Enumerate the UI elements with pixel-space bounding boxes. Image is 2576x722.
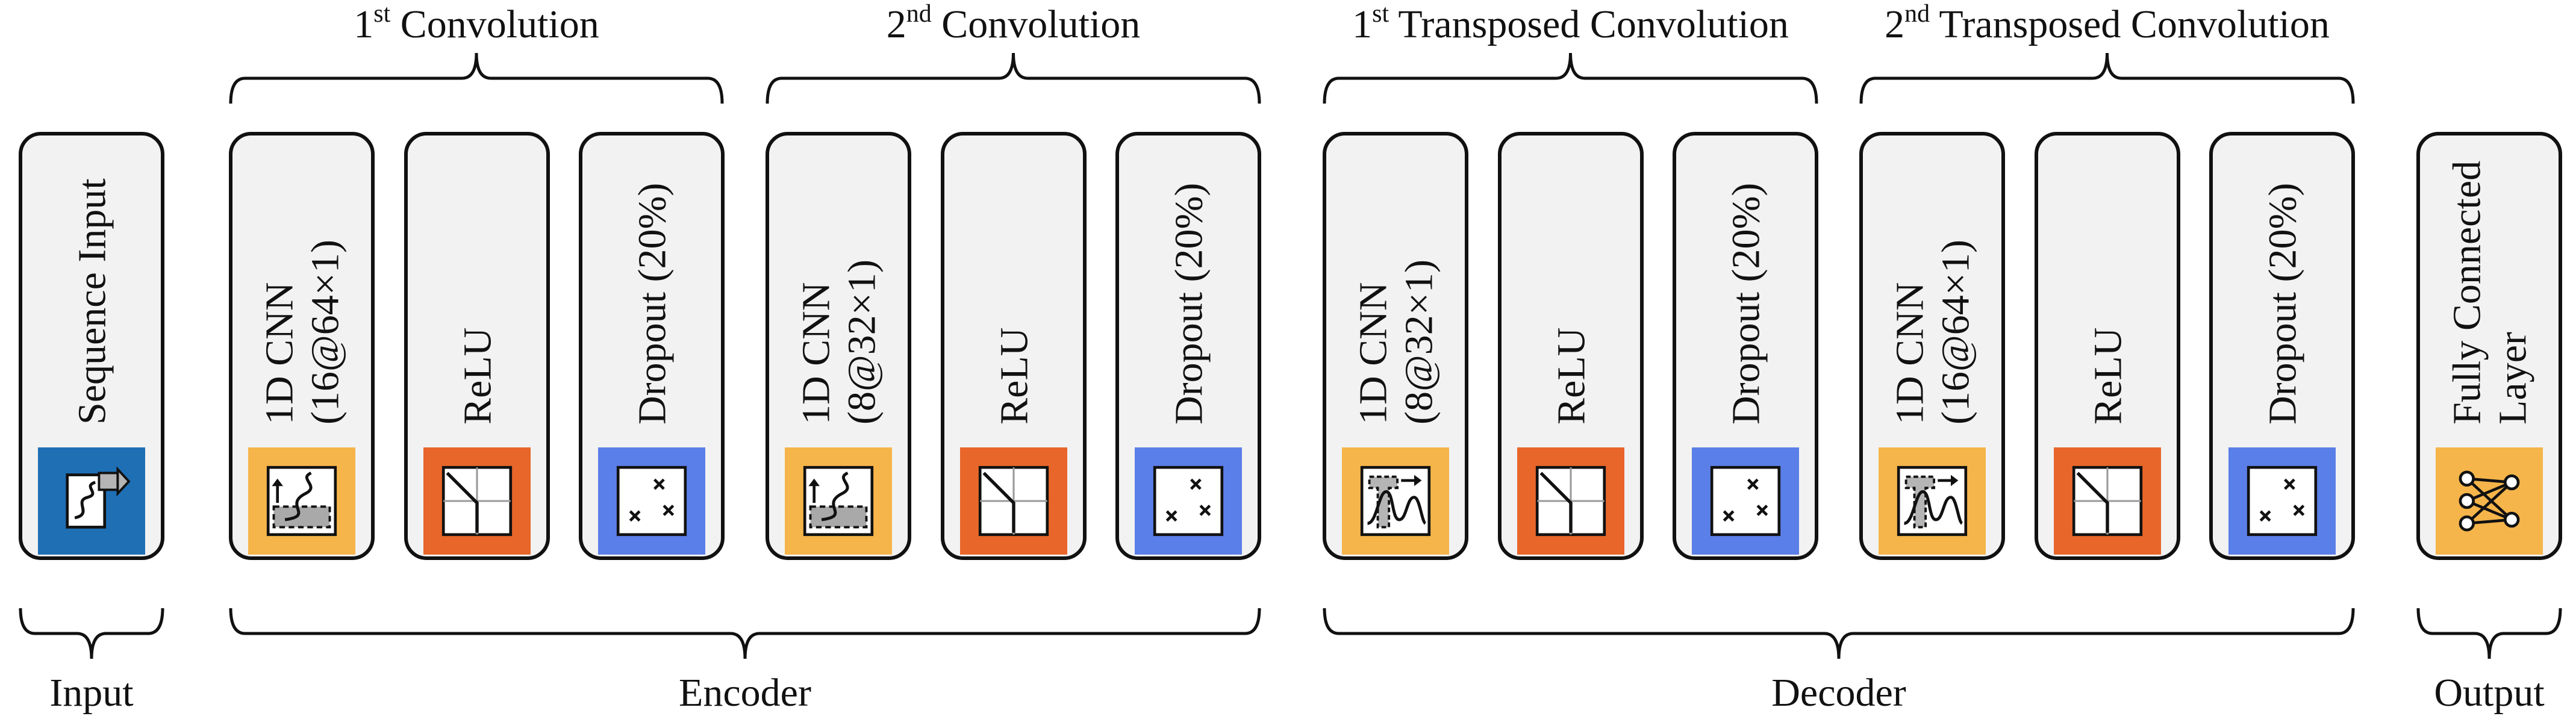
layer-label: Sequence Input <box>70 178 114 425</box>
section-brace <box>2416 608 2562 659</box>
layer-label-line: Fully Connected <box>2445 161 2489 425</box>
group-header: 1st Convolution <box>229 0 724 104</box>
layer-box: Sequence Input <box>19 132 164 560</box>
layer-box: ReLU <box>941 132 1087 560</box>
layer-label-line: ReLU <box>992 328 1036 425</box>
group-title: 1st Convolution <box>354 0 599 46</box>
layer-box: Dropout (20%) <box>579 132 725 560</box>
layer-label-line: (16@64×1) <box>1933 240 1977 425</box>
layer-label: ReLU <box>992 328 1036 425</box>
section-brace <box>19 608 164 659</box>
group-brace <box>229 52 724 104</box>
group-brace <box>1859 52 2355 104</box>
relu-icon <box>1517 447 1624 555</box>
layer-label-line: (8@32×1) <box>1397 260 1441 425</box>
transposed-convolution-icon <box>1342 447 1449 555</box>
section-footer: Input <box>19 608 164 715</box>
section-label: Decoder <box>1771 671 1906 715</box>
group-title: 2nd Transposed Convolution <box>1885 0 2330 46</box>
layer-label-line: (8@32×1) <box>840 260 884 425</box>
layer-label-line: ReLU <box>2086 328 2130 425</box>
layer-label: 1D CNN(8@32×1) <box>794 260 884 425</box>
section-label: Encoder <box>679 671 811 715</box>
transposed-convolution-icon <box>1879 447 1986 555</box>
group-brace <box>1323 52 1818 104</box>
group-header: 2nd Transposed Convolution <box>1859 0 2355 104</box>
fully-connected-icon <box>2436 447 2543 555</box>
layer-label: 1D CNN(16@64×1) <box>1888 240 1977 425</box>
layer-box: Dropout (20%) <box>2209 132 2355 560</box>
relu-icon <box>960 447 1067 555</box>
layer-label-line: ReLU <box>455 328 499 425</box>
layer-label: ReLU <box>1549 328 1593 425</box>
layer-label: 1D CNN(16@64×1) <box>257 240 347 425</box>
group-brace <box>766 52 1261 104</box>
layer-box: 1D CNN(16@64×1) <box>1859 132 2005 560</box>
dropout-icon <box>2228 447 2336 555</box>
convolution-1d-icon <box>785 447 892 555</box>
group-header: 1st Transposed Convolution <box>1323 0 1818 104</box>
layer-label: Dropout (20%) <box>2260 183 2304 425</box>
section-label: Input <box>49 671 133 715</box>
section-footer: Decoder <box>1323 608 2355 715</box>
section-footer: Encoder <box>229 608 1261 715</box>
dropout-icon <box>1135 447 1242 555</box>
layer-label-line: Dropout (20%) <box>1167 183 1211 425</box>
layer-label-line: 1D CNN <box>1888 282 1932 425</box>
layer-label-line: 1D CNN <box>257 282 301 425</box>
section-footer: Output <box>2416 608 2562 715</box>
sequence-input-icon <box>38 447 145 555</box>
layer-box: Dropout (20%) <box>1115 132 1261 560</box>
dropout-icon <box>1692 447 1799 555</box>
section-label: Output <box>2434 671 2544 715</box>
group-header: 2nd Convolution <box>766 0 1261 104</box>
layer-box: 1D CNN(8@32×1) <box>1323 132 1468 560</box>
layer-label-line: Dropout (20%) <box>1724 183 1768 425</box>
layer-label: 1D CNN(8@32×1) <box>1351 260 1441 425</box>
group-title: 1st Transposed Convolution <box>1352 0 1789 46</box>
layer-label: Dropout (20%) <box>1724 183 1768 425</box>
layer-box: 1D CNN(16@64×1) <box>229 132 375 560</box>
relu-icon <box>423 447 531 555</box>
section-brace <box>1323 608 2355 659</box>
layer-label: ReLU <box>2086 328 2130 425</box>
group-title: 2nd Convolution <box>887 0 1141 46</box>
layer-label-line: Sequence Input <box>70 178 114 425</box>
convolution-1d-icon <box>248 447 355 555</box>
layer-box: ReLU <box>404 132 550 560</box>
layer-label: Dropout (20%) <box>1167 183 1211 425</box>
layer-label-line: 1D CNN <box>794 282 838 425</box>
layer-label-line: 1D CNN <box>1351 282 1395 425</box>
layer-box: ReLU <box>2035 132 2180 560</box>
layer-label-line: Dropout (20%) <box>2260 183 2304 425</box>
layer-label-line: (16@64×1) <box>303 240 347 425</box>
dropout-icon <box>598 447 705 555</box>
layer-label: Dropout (20%) <box>630 183 674 425</box>
layer-box: Dropout (20%) <box>1673 132 1818 560</box>
layer-label: ReLU <box>455 328 499 425</box>
section-brace <box>229 608 1261 659</box>
layer-label-line: Dropout (20%) <box>630 183 674 425</box>
layer-label-line: ReLU <box>1549 328 1593 425</box>
layer-box: ReLU <box>1498 132 1644 560</box>
layer-label-line: Layer <box>2490 332 2534 425</box>
relu-icon <box>2054 447 2161 555</box>
layer-box: 1D CNN(8@32×1) <box>766 132 911 560</box>
